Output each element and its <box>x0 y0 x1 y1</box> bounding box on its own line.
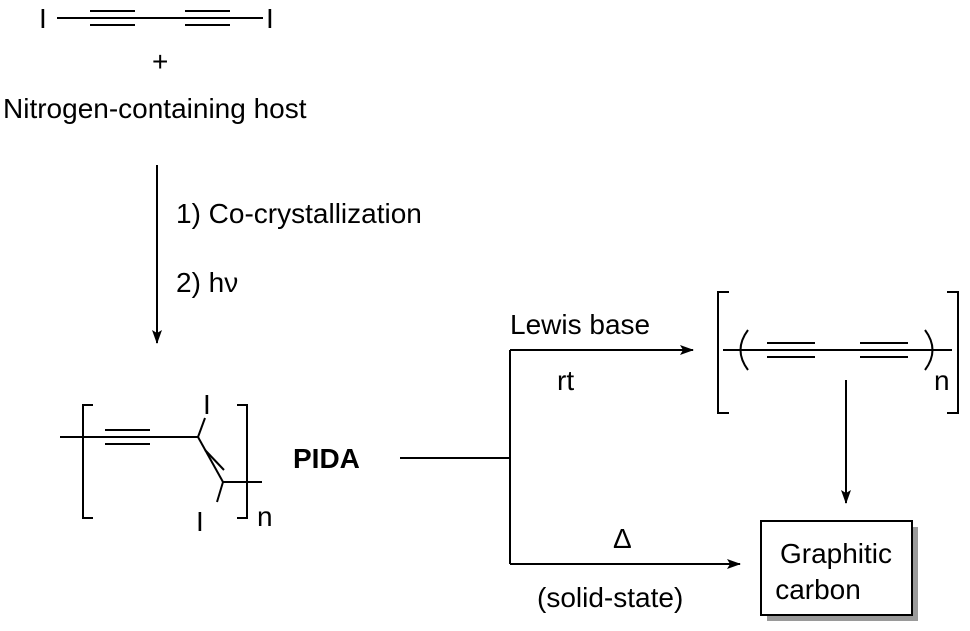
step-cocrystallization: 1) Co-crystallization <box>176 198 422 229</box>
step-irradiation: 2) hν <box>176 267 238 298</box>
plus-sign: + <box>152 46 168 77</box>
polydiyne-repeat-n: n <box>934 365 950 396</box>
product-line-2: carbon <box>775 574 861 605</box>
pida-ci-bond-bottom <box>216 481 224 503</box>
pida-iodine-top: I <box>203 389 211 420</box>
monomer-iodine-right: I <box>266 3 274 34</box>
product-line-1: Graphitic <box>780 538 892 569</box>
host-label: Nitrogen-containing host <box>3 93 307 124</box>
pida-double-bond-b <box>204 449 225 471</box>
condition-solid-state: (solid-state) <box>537 582 683 613</box>
monomer-iodine-left: I <box>39 3 47 34</box>
box-frame <box>760 520 913 616</box>
graphitic-carbon-box: Graphitic carbon <box>760 520 918 621</box>
reagent-lewis-base: Lewis base <box>510 309 650 340</box>
diiodobutadiyne-monomer: I I <box>39 3 274 34</box>
pida-double-bond-a <box>197 436 224 483</box>
reagent-heat: Δ <box>613 523 632 554</box>
condition-rt: rt <box>557 365 574 396</box>
pida-bracket-left <box>82 404 93 519</box>
pida-iodine-bottom: I <box>196 506 204 537</box>
pida-repeat-n: n <box>257 501 273 532</box>
polydiyne-bracket-right <box>947 291 959 414</box>
polydiyne-structure: n <box>717 291 959 414</box>
polydiyne-bracket-left <box>717 291 729 414</box>
pida-structure: I I n <box>60 389 273 537</box>
pida-label: PIDA <box>293 443 360 474</box>
pida-ci-bond-top <box>197 417 206 438</box>
pida-bracket-right <box>237 404 248 519</box>
